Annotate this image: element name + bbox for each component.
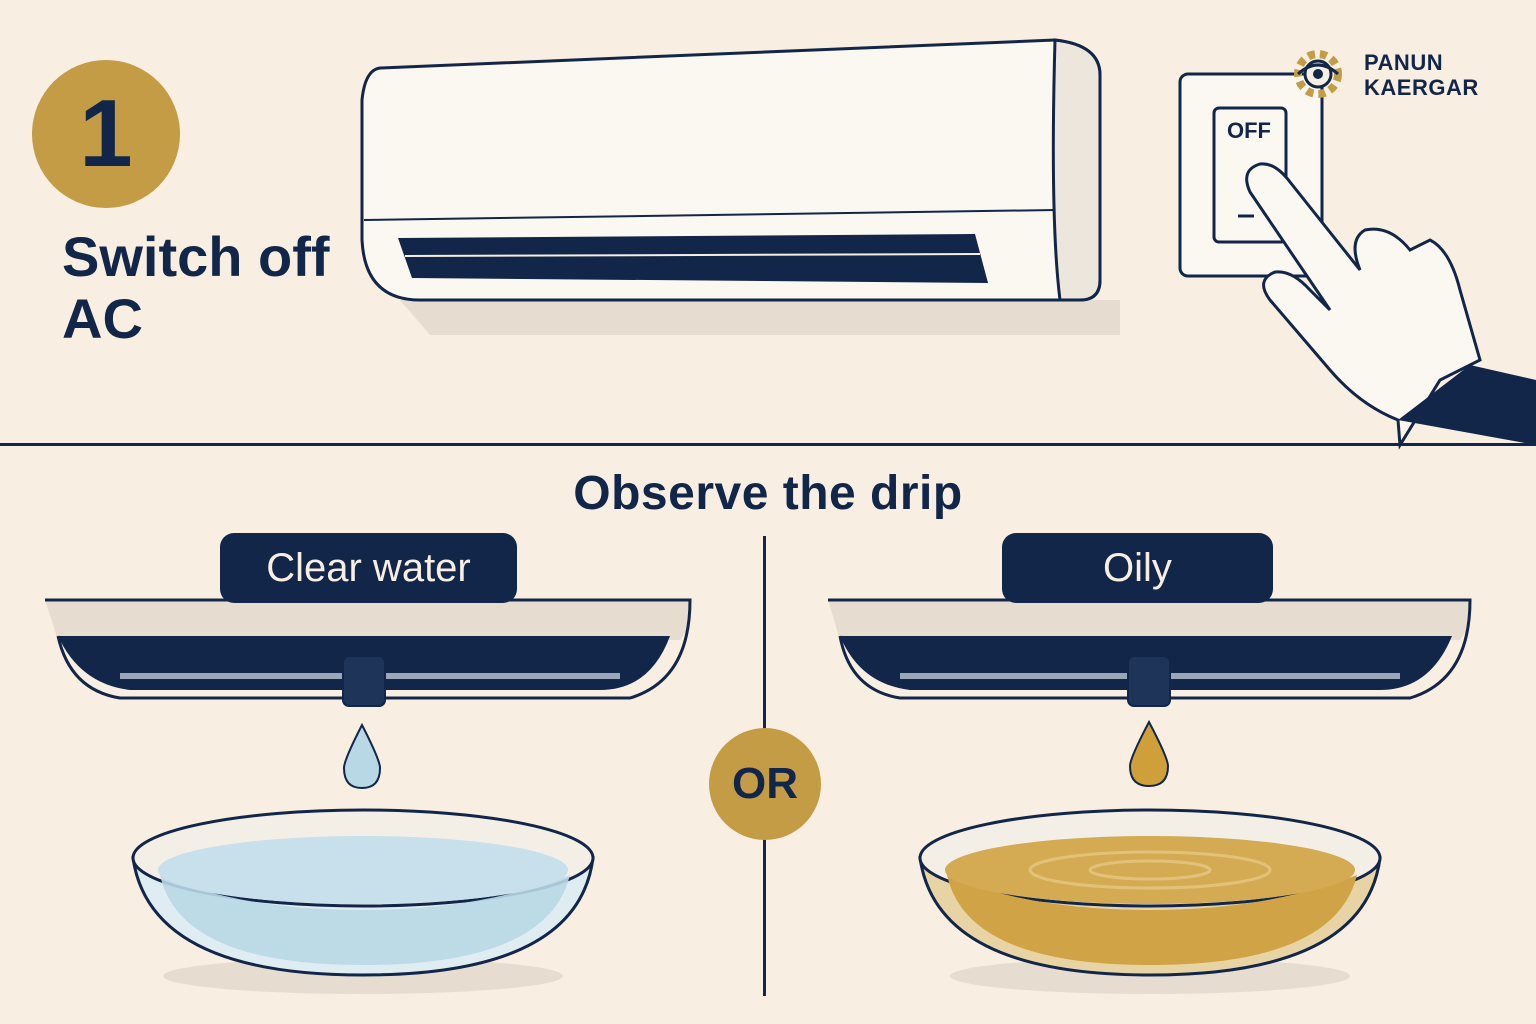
bowl-oily: [918, 808, 1382, 994]
ac-unit: [360, 38, 1102, 302]
drain-nozzle: [1127, 655, 1171, 707]
drain-tray-clear: [45, 598, 692, 707]
ac-unit-shadow: [400, 300, 1120, 335]
ac-vent: [398, 234, 988, 283]
hand-illustration: [1245, 162, 1536, 450]
brand-line2: KAERGAR: [1364, 75, 1479, 100]
brand-name: PANUN KAERGAR: [1364, 50, 1479, 100]
step-title-line1: Switch off: [62, 225, 330, 288]
water-drop: [342, 722, 382, 790]
observe-title: Observe the drip: [573, 467, 963, 520]
step-title: Switch off AC: [62, 226, 382, 350]
drain-tray-oily: [828, 598, 1472, 707]
drain-nozzle: [342, 655, 386, 707]
switch-off-label: OFF: [1227, 118, 1271, 143]
clear-water-label: Clear water: [220, 533, 517, 603]
section-divider: [0, 443, 1536, 446]
sleeve: [1398, 365, 1536, 445]
bowl-clear: [131, 808, 595, 994]
gear-icon: [1294, 50, 1342, 98]
or-badge: OR: [709, 728, 821, 840]
step-number-badge: 1: [32, 60, 180, 208]
brand-line1: PANUN: [1364, 50, 1444, 75]
oil-drop: [1128, 719, 1170, 788]
oily-label: Oily: [1002, 533, 1273, 603]
step-title-line2: AC: [62, 287, 143, 350]
